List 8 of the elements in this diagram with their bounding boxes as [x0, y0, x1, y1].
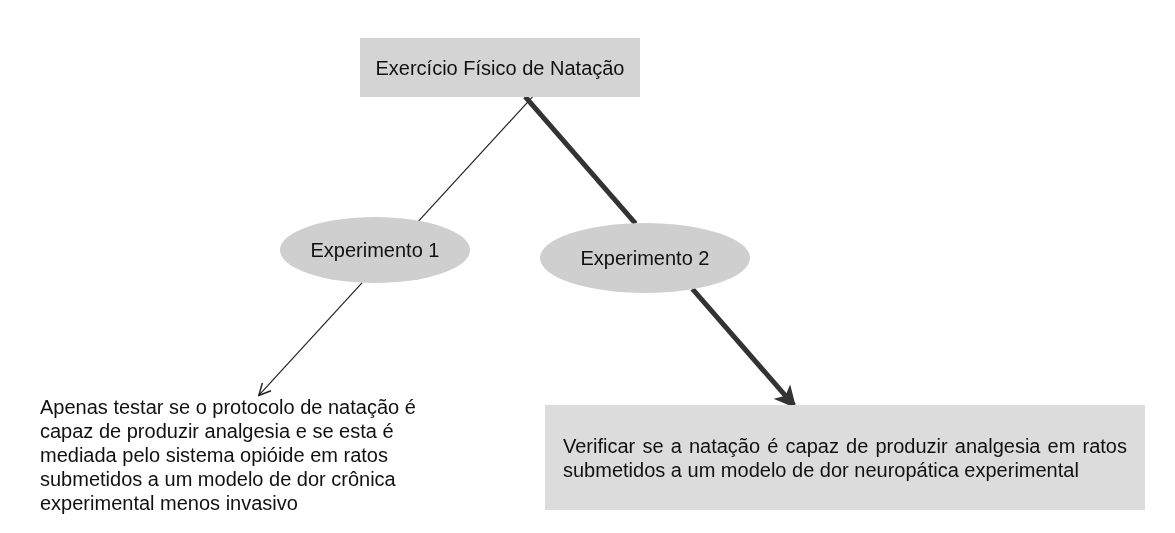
description-text: Apenas testar se o protocolo de natação é capaz de produzir analgesia e se esta é mediada pelo sistema opióide em ratos submetidos a um modelo de dor crônica experimental menos invasivo	[40, 395, 420, 525]
text-panel: Verificar se a natação é capaz de produzir analgesia em ratos submetidos a um modelo de dor neuropática experimental	[545, 405, 1145, 510]
arrow	[258, 282, 363, 397]
connector-line	[417, 96, 534, 222]
connector-line	[523, 95, 638, 226]
ellipse-node: Experimento 1	[280, 217, 470, 283]
ellipse-node: Experimento 2	[540, 223, 750, 293]
title-box: Exercício Físico de Natação	[360, 38, 640, 97]
